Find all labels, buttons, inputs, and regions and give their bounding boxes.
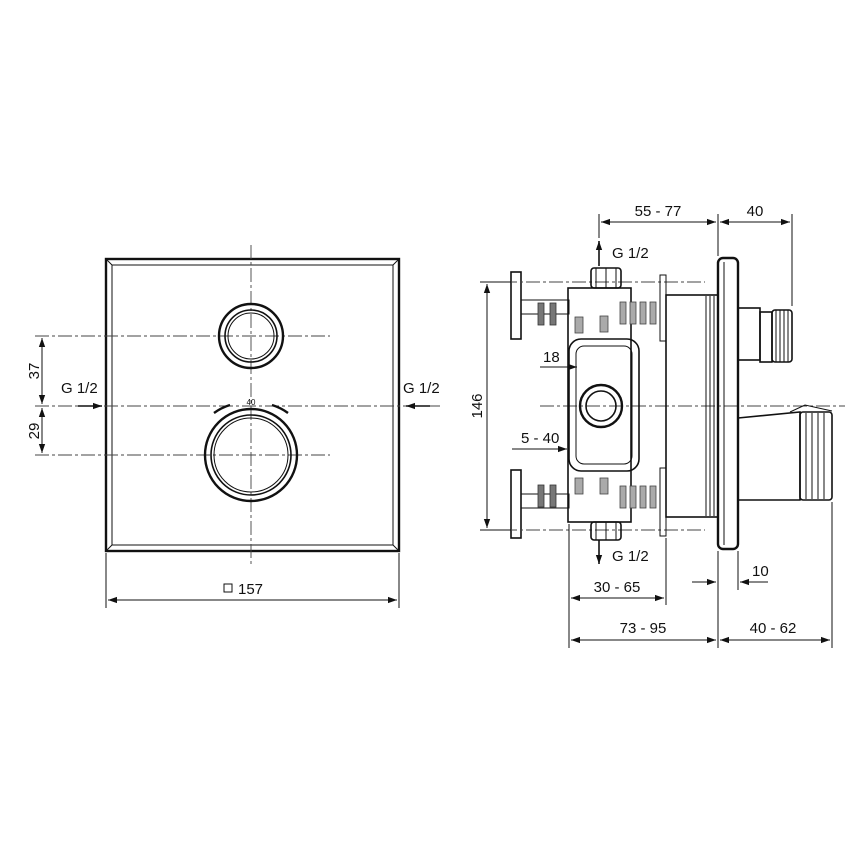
dim-40-62: 40 - 62 (750, 620, 797, 637)
dim-5-40: 5 - 40 (521, 430, 559, 447)
square-symbol (223, 583, 233, 593)
dim-73-95: 73 - 95 (620, 620, 667, 637)
dim-30-65: 30 - 65 (594, 579, 641, 596)
outlet-bottom-label: G 1/2 (612, 548, 649, 565)
dim-lower: 29 (26, 423, 43, 440)
upper-thread-section (619, 274, 667, 342)
top-outlet-nut (574, 267, 622, 334)
dim-width: 157 (238, 581, 263, 598)
upper-button (217, 302, 285, 370)
outlet-top-label: G 1/2 (612, 245, 649, 262)
wall-flange (716, 256, 740, 551)
inlet-right-label: G 1/2 (403, 380, 440, 397)
mounting-box-window (568, 338, 640, 472)
top-left-flange (480, 271, 705, 340)
dim-55-77: 55 - 77 (635, 203, 682, 220)
thermostat-spindle (737, 404, 833, 501)
dim-40: 40 (747, 203, 764, 220)
dim-10: 10 (752, 563, 769, 580)
cover-plate (104, 257, 401, 553)
thermostat-knob: 40 (203, 398, 299, 503)
dim-18: 18 (543, 349, 560, 366)
bottom-left-flange (480, 469, 705, 539)
center-outlet (578, 383, 624, 429)
lower-thread-section (619, 467, 667, 537)
cover-plate-bevel (111, 264, 394, 546)
side-view: G 1/2 G 1/2 146 18 5 - 40 55 - 77 40 10 … (469, 203, 845, 648)
body-ribs (705, 296, 715, 516)
upper-stem (737, 307, 793, 363)
bottom-outlet-nut (574, 477, 622, 541)
dim-upper: 37 (26, 363, 43, 380)
dial-label: 40 (247, 398, 256, 407)
inlet-left-label: G 1/2 (61, 380, 98, 397)
front-view: 40 G 1/2 G 1/2 37 29 157 (26, 245, 440, 608)
dim-height: 146 (469, 393, 486, 418)
